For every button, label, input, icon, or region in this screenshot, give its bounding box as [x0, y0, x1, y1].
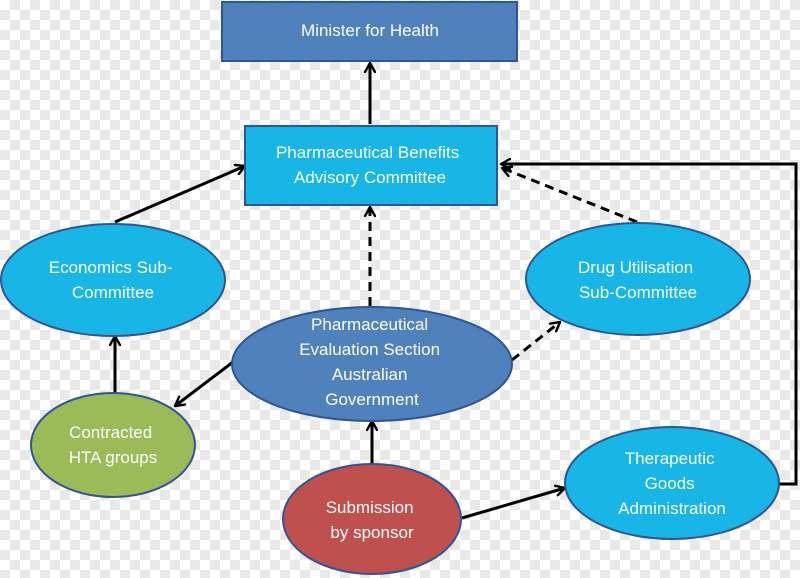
arrow-tga-to-pbac	[501, 164, 798, 486]
therapeutic-goods-administration-ellipse	[564, 426, 780, 540]
drug-utilisation-sub-committee-ellipse	[525, 222, 751, 336]
pharmaceutical-evaluation-section-label: Pharmaceutical Evaluation Section Austra…	[299, 315, 445, 409]
arrow-pes-to-dusc-dashed	[511, 322, 560, 362]
pbac-box	[244, 125, 498, 206]
contracted-hta-groups-ellipse	[30, 392, 196, 498]
submission-by-sponsor-label: Submission by sponsor	[326, 498, 419, 542]
submission-by-sponsor-ellipse	[282, 463, 462, 575]
arrow-pes-to-hta	[175, 360, 234, 406]
drug-utilisation-sub-committee-label: Drug Utilisation Sub-Committee	[578, 258, 698, 302]
pbac-label: Pharmaceutical Benefits Advisory Committ…	[276, 143, 464, 187]
arrow-sponsor-to-tga	[461, 488, 565, 520]
economics-sub-committee-label: Economics Sub- Committee	[49, 258, 178, 302]
minister-label: Minister for Health	[301, 21, 439, 40]
arrow-dusc-to-pbac-dashed	[502, 168, 638, 224]
therapeutic-goods-administration-label: Therapeutic Goods Administration	[618, 449, 726, 518]
arrow-esc-to-pbac	[114, 166, 245, 224]
economics-sub-committee-ellipse	[0, 223, 226, 337]
minister-box	[221, 1, 518, 62]
contracted-hta-groups-label: Contracted HTA groups	[69, 423, 158, 467]
pharmaceutical-evaluation-section-ellipse	[231, 306, 513, 422]
